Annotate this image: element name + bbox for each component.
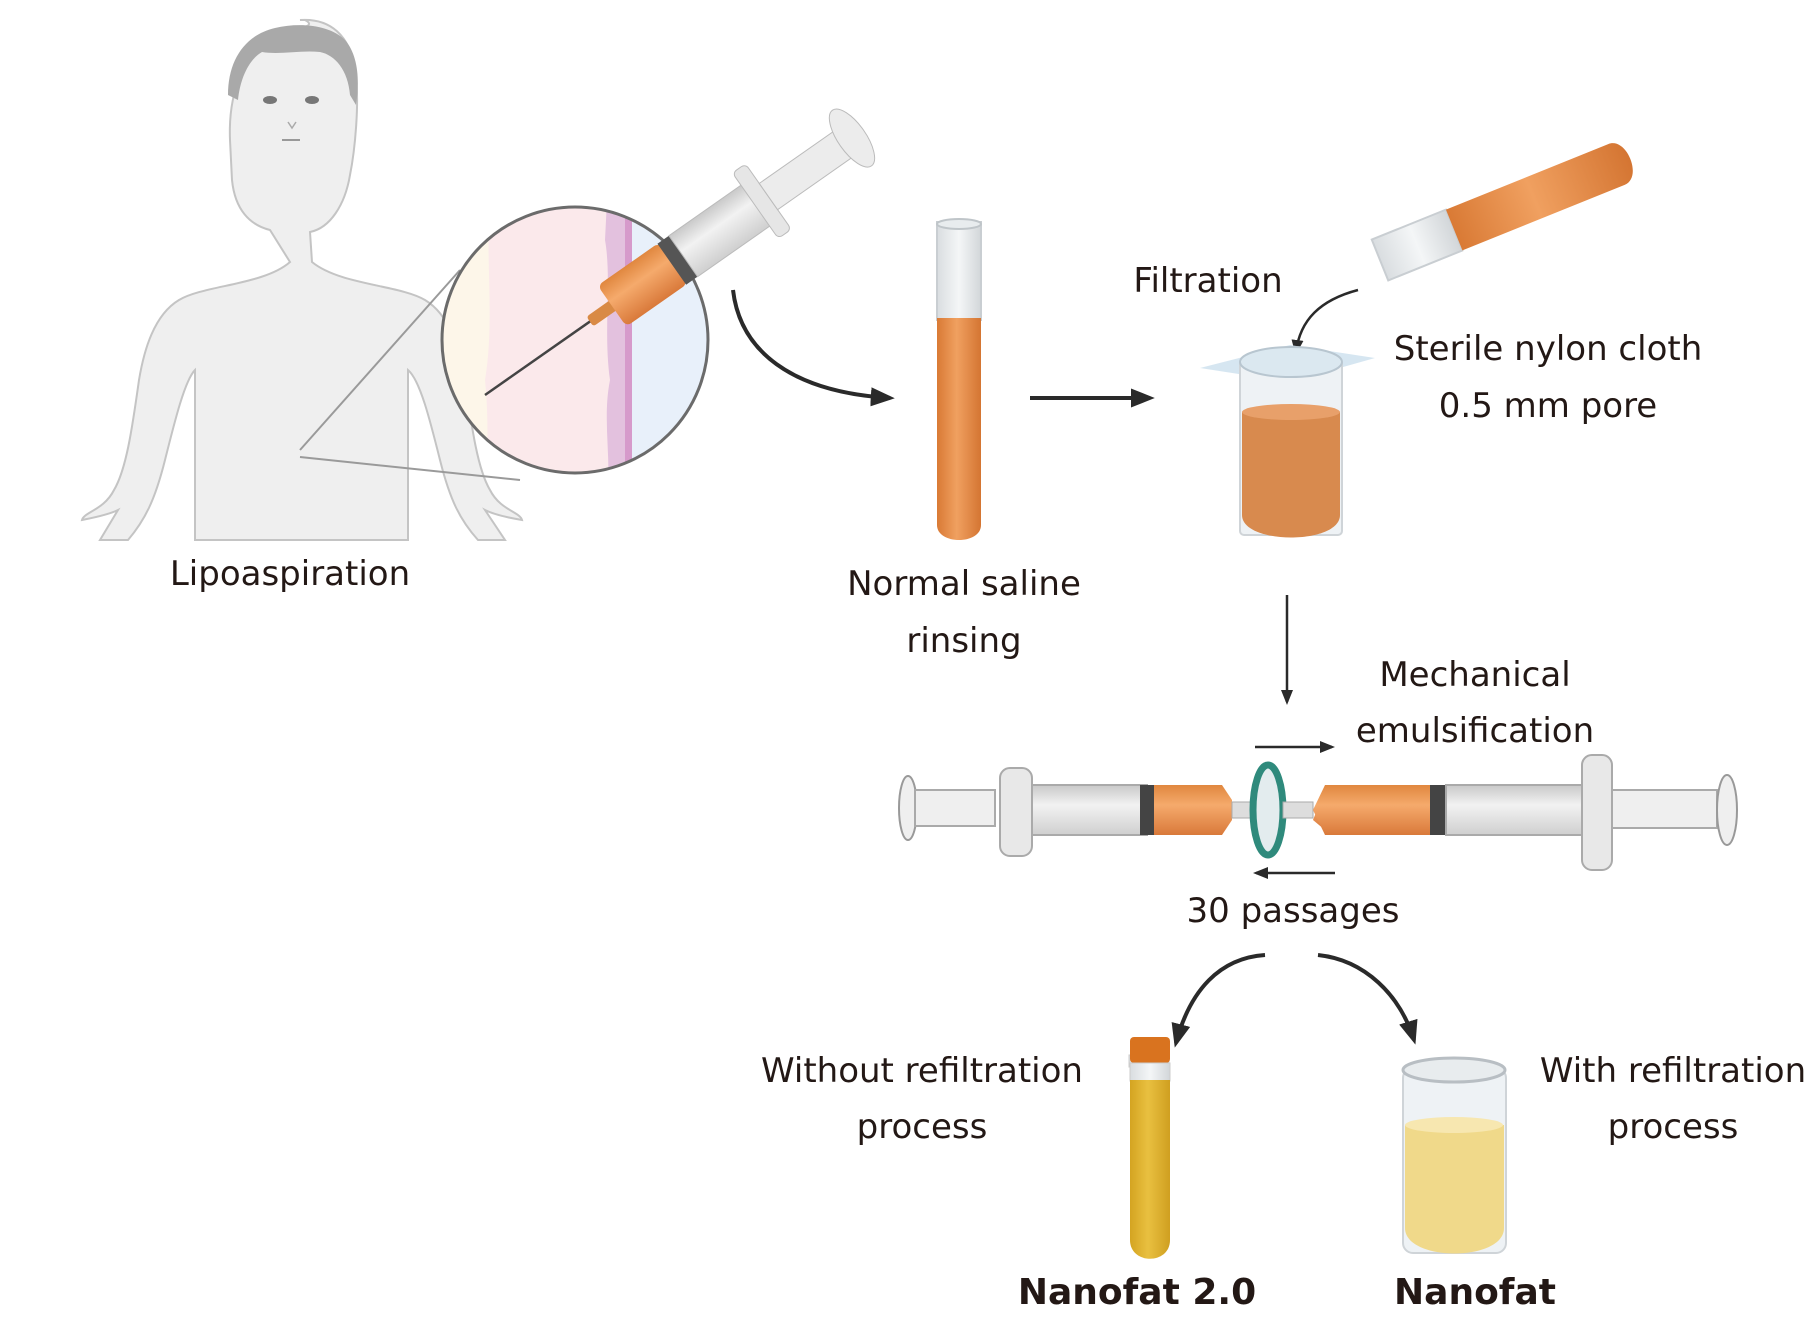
label-emulsification-line1: Mechanical (1379, 655, 1570, 695)
label-without-refiltration-line2: process (857, 1107, 988, 1147)
rinsing-test-tube (936, 218, 982, 540)
label-emulsification-line2: emulsification (1356, 711, 1594, 751)
label-rinsing-line2: rinsing (906, 621, 1021, 661)
nanofat-2-tube (1128, 1037, 1171, 1259)
arrow-to-nanofat-2 (1171, 953, 1266, 1048)
label-with-refiltration-line1: With refiltration (1540, 1051, 1806, 1091)
label-without-refiltration-line1: Without refiltration (761, 1051, 1083, 1091)
label-with-refiltration-line2: process (1608, 1107, 1739, 1147)
zoom-line (299, 269, 461, 451)
label-product-nanofat-2: Nanofat 2.0 (1018, 1272, 1256, 1313)
filtration-beaker (1200, 345, 1375, 538)
label-filter-material-line1: Sterile nylon cloth (1394, 329, 1703, 369)
lipoaspiration-syringe (484, 108, 876, 397)
filter-connector (1249, 761, 1287, 859)
label-filter-material-line2: 0.5 mm pore (1439, 386, 1657, 426)
pouring-tube (1370, 143, 1633, 282)
human-body-illustration (80, 18, 524, 541)
label-lipoaspiration: Lipoaspiration (170, 554, 410, 594)
emulsification-syringe-left (898, 767, 1258, 857)
arrow-pour (1291, 288, 1359, 355)
arrow-to-nanofat (1317, 953, 1418, 1045)
arrow-to-rinsing (731, 289, 895, 407)
label-rinsing-line1: Normal saline (847, 564, 1081, 604)
nanofat-beaker (1401, 1056, 1507, 1254)
emulsification-syringe-right (1282, 754, 1738, 871)
label-passages: 30 passages (1187, 891, 1400, 931)
label-filtration: Filtration (1133, 261, 1282, 301)
zoom-line (299, 456, 521, 481)
label-product-nanofat: Nanofat (1394, 1272, 1556, 1313)
